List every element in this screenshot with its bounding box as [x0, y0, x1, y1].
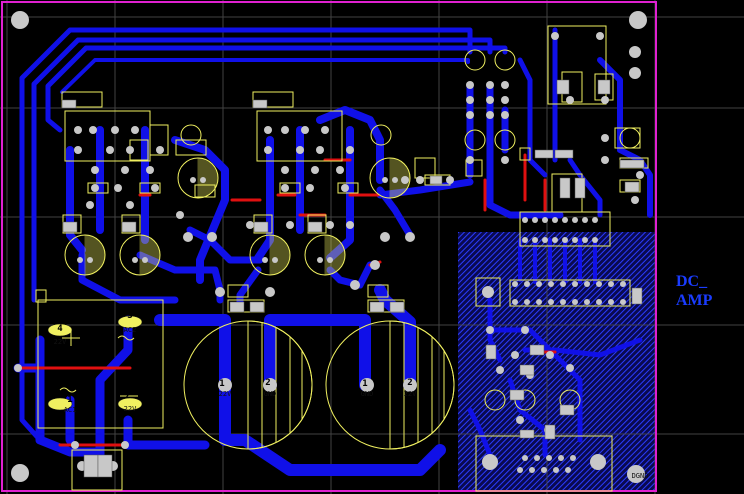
big-cap-left-pin1: 1 — [219, 379, 224, 389]
board-title: DC_ AMP — [676, 272, 742, 310]
silk-labels: 1 22V 2 GND 1 GND 2 22V 4 22V 3 AC2 1 AC… — [54, 311, 649, 480]
big-cap-right-pin1: 1 — [362, 379, 367, 389]
big-cap-left-pin2-net: GND — [264, 390, 277, 398]
silkscreen — [35, 25, 649, 492]
ac-pin4: 4 — [57, 324, 63, 334]
ac-pin3-net: AC2 — [124, 326, 137, 334]
big-cap-pads — [218, 378, 417, 392]
big-cap-right-pin2-net: 22V — [404, 390, 417, 398]
board-outline — [1, 1, 657, 492]
big-cap-right — [325, 320, 455, 450]
big-cap-right-pin1-net: GND — [361, 390, 374, 398]
big-cap-left — [183, 320, 313, 450]
board-title-line1: DC_ — [676, 273, 708, 290]
ac-pin1-net: AC1 — [64, 406, 77, 414]
dgnd-label: DGND — [632, 472, 649, 480]
ac-pin1: 1 — [67, 395, 72, 405]
bottom-copper-traces — [13, 27, 653, 476]
big-cap-right-pin2: 2 — [407, 378, 412, 388]
ac-pin3: 3 — [127, 311, 132, 321]
ac-pin4-net: 22V — [54, 338, 67, 346]
transistors — [180, 49, 641, 411]
ground-plane — [458, 232, 656, 490]
ac-pin2-net: 22V — [124, 405, 137, 413]
electrolytic-capacitors — [64, 157, 411, 276]
ac-connector — [47, 315, 143, 411]
big-cap-left-pin1-net: 22V — [219, 390, 232, 398]
big-cap-left-pin2: 2 — [265, 378, 270, 388]
ac-pin2: 2 — [125, 391, 130, 401]
smd-pads — [61, 79, 645, 478]
board-title-line2: AMP — [676, 292, 713, 309]
